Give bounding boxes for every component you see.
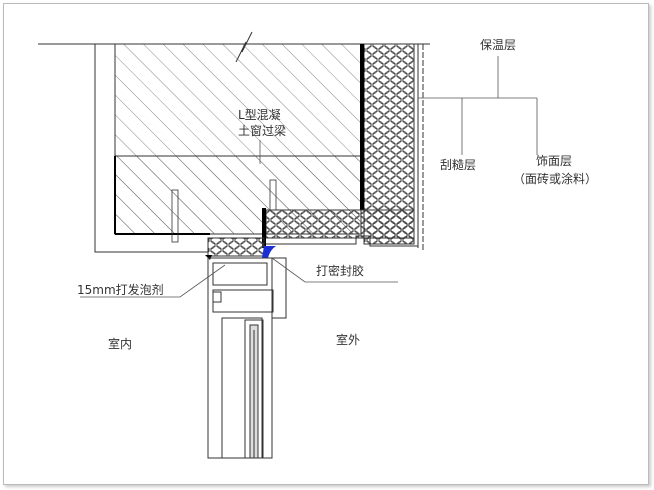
leader-lines bbox=[80, 56, 538, 298]
sealant-label: 打密封胶 bbox=[316, 264, 365, 278]
indoor-label: 室内 bbox=[108, 337, 133, 351]
beam-label-line1: L型混凝 bbox=[238, 108, 281, 122]
scratch-coat-label: 刮糙层 bbox=[440, 158, 477, 172]
foam-label: 15mm打发泡剂 bbox=[77, 283, 164, 297]
insulation-label: 保温层 bbox=[480, 38, 517, 52]
foam-fill bbox=[207, 237, 265, 257]
finish-layer-label: 饰面层 bbox=[536, 154, 573, 168]
soffit-drip bbox=[266, 235, 418, 247]
outdoor-label: 室外 bbox=[336, 333, 361, 347]
insulation-soffit bbox=[265, 209, 415, 239]
window-frame bbox=[207, 257, 287, 459]
finish-layer-note: （面砖或涂料） bbox=[513, 172, 598, 186]
beam-label-line2: 土窗过梁 bbox=[238, 124, 287, 138]
inner-wall-line bbox=[94, 44, 208, 253]
sealant-bead bbox=[262, 246, 276, 258]
